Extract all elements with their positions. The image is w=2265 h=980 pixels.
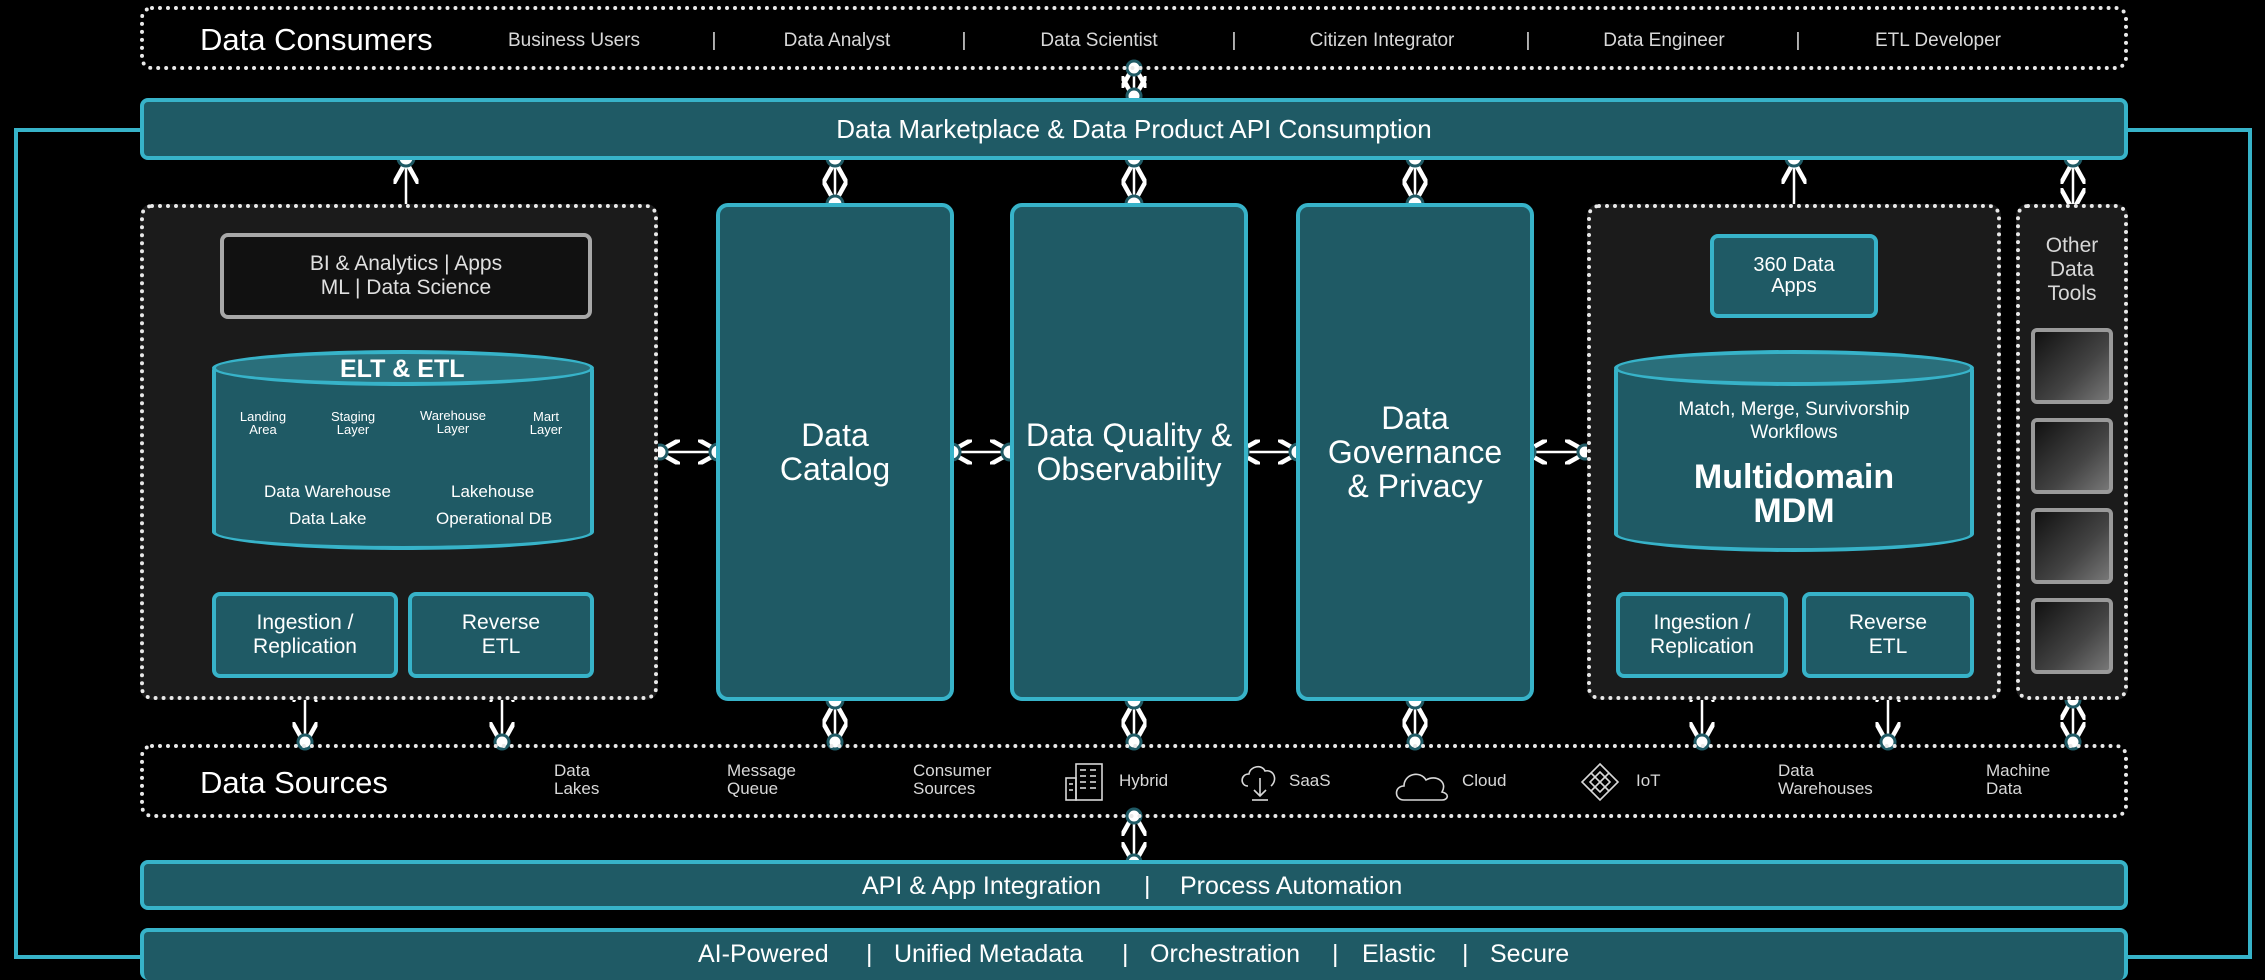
- source-label: Cloud: [1462, 771, 1507, 790]
- tool-placeholder: [2031, 598, 2113, 674]
- consumer-item: Data Engineer: [1603, 30, 1725, 51]
- data-marketplace-label: Data Marketplace & Data Product API Cons…: [836, 113, 1432, 144]
- capability-label: Elastic: [1362, 940, 1436, 968]
- api-integration-bar: API & App Integration | Process Automati…: [140, 860, 2128, 910]
- reverse-etl-box: Reverse ETL: [408, 592, 594, 678]
- source-label: Machine Data: [1986, 761, 2051, 798]
- cloud-download-icon: [1241, 765, 1276, 801]
- consumer-separator: |: [1525, 30, 1531, 51]
- data-apps-box: 360 Data Apps: [1710, 234, 1878, 318]
- consumer-item: Data Analyst: [783, 30, 891, 51]
- consumer-item: Data Scientist: [1040, 30, 1158, 51]
- data-marketplace-bar: Data Marketplace & Data Product API Cons…: [140, 98, 2128, 160]
- mdm-ingestion-box: Ingestion / Replication: [1616, 592, 1788, 678]
- data-consumers-title: Data Consumers: [200, 22, 433, 57]
- consumer-separator: |: [711, 30, 717, 51]
- capability-separator: |: [1332, 940, 1339, 968]
- store-label: Data Warehouse: [264, 482, 391, 501]
- store-label: Lakehouse: [451, 482, 535, 501]
- other-data-tools-label: Other Data Tools: [2045, 234, 2099, 305]
- data-catalog-pillar: Data Catalog: [716, 203, 954, 701]
- mdm-cylinder-top: [1614, 350, 1974, 386]
- cloud-icon: [1395, 773, 1449, 801]
- tool-placeholder: [2031, 328, 2113, 404]
- data-consumers-bar: Data Consumers Business Users | Data Ana…: [140, 6, 2128, 70]
- capability-label: Orchestration: [1150, 940, 1301, 968]
- tool-placeholder: [2031, 418, 2113, 494]
- data-quality-pillar: Data Quality & Observability: [1010, 203, 1248, 701]
- capability-label: Unified Metadata: [894, 940, 1084, 968]
- store-label: Operational DB: [436, 509, 553, 528]
- source-label: Hybrid: [1119, 771, 1169, 790]
- consumer-separator: |: [961, 30, 967, 51]
- elt-etl-cylinder-top: [212, 350, 594, 386]
- data-governance-pillar: Data Governance & Privacy: [1296, 203, 1534, 701]
- data-quality-label: Data Quality & Observability: [1025, 417, 1233, 487]
- source-label: Consumer Sources: [913, 761, 992, 798]
- layer-label: Warehouse Layer: [420, 408, 486, 436]
- layer-label: Staging Layer: [330, 409, 376, 437]
- source-label: SaaS: [1289, 771, 1331, 790]
- consumer-item: ETL Developer: [1874, 30, 2002, 51]
- capability-separator: |: [866, 940, 873, 968]
- outer-frame-line-right: [2128, 128, 2252, 959]
- source-label: Data Lakes: [554, 761, 600, 798]
- bi-analytics-line2: ML | Data Science: [320, 276, 492, 299]
- source-label: Data Warehouses: [1778, 761, 1873, 798]
- mdm-workflows-label: Match, Merge, Survivorship Workflows: [1678, 399, 1910, 443]
- tool-placeholder: [2031, 508, 2113, 584]
- capability-label: AI-Powered: [698, 940, 829, 968]
- data-sources-bar: Data Sources Data Lakes Message Queue Co…: [140, 744, 2128, 818]
- mdm-title: Multidomain MDM: [1693, 458, 1895, 530]
- api-integration-label: API & App Integration: [862, 872, 1102, 900]
- iot-icon: [1580, 762, 1620, 802]
- source-label: IoT: [1636, 771, 1661, 790]
- layer-label: Mart Layer: [529, 409, 563, 437]
- ingestion-label: Ingestion / Replication: [253, 611, 357, 658]
- data-governance-label: Data Governance & Privacy: [1327, 400, 1503, 504]
- platform-capabilities-bar: AI-Powered | Unified Metadata | Orchestr…: [140, 928, 2128, 980]
- consumer-separator: |: [1795, 30, 1801, 51]
- elt-etl-title: ELT & ETL: [340, 355, 465, 383]
- bi-analytics-line1: BI & Analytics | Apps: [309, 252, 503, 275]
- source-label: Message Queue: [727, 761, 796, 798]
- capability-separator: |: [1462, 940, 1469, 968]
- building-icon: [1065, 763, 1103, 801]
- bi-analytics-box: BI & Analytics | Apps ML | Data Science: [220, 233, 592, 319]
- reverse-etl-label: Reverse ETL: [461, 611, 541, 658]
- consumer-item: Citizen Integrator: [1309, 30, 1455, 51]
- outer-frame-line: [14, 128, 140, 959]
- integration-separator: |: [1144, 872, 1151, 900]
- data-apps-label: 360 Data Apps: [1753, 254, 1835, 297]
- mdm-ingestion-label: Ingestion / Replication: [1650, 611, 1754, 658]
- store-label: Data Lake: [289, 509, 367, 528]
- ingestion-replication-box: Ingestion / Replication: [212, 592, 398, 678]
- capability-label: Secure: [1490, 940, 1570, 968]
- capability-separator: |: [1122, 940, 1129, 968]
- data-sources-title: Data Sources: [200, 765, 388, 800]
- consumer-item: Business Users: [508, 30, 640, 51]
- layer-label: Landing Area: [239, 409, 287, 437]
- process-automation-label: Process Automation: [1180, 872, 1403, 900]
- mdm-reverse-etl-box: Reverse ETL: [1802, 592, 1974, 678]
- consumer-separator: |: [1231, 30, 1237, 51]
- data-catalog-label: Data Catalog: [779, 417, 891, 487]
- mdm-reverse-etl-label: Reverse ETL: [1848, 611, 1928, 658]
